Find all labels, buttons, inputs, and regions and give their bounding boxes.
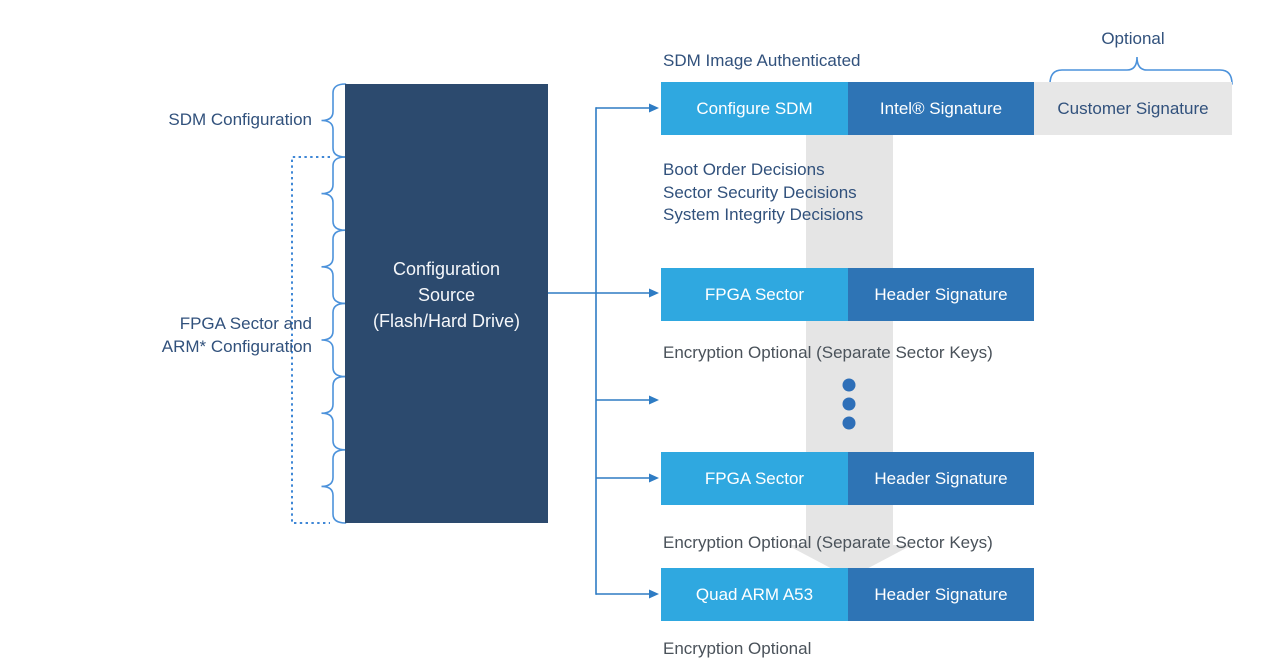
- optional-label: Optional: [1101, 29, 1165, 48]
- decision-line1: Boot Order Decisions: [663, 160, 825, 179]
- sdm-configuration-label: SDM Configuration: [168, 110, 312, 129]
- encryption-note-1: Encryption Optional (Separate Sector Key…: [663, 343, 993, 362]
- source-box-line2: Source: [417, 284, 476, 305]
- configure-sdm-box: Configure SDM: [661, 82, 848, 135]
- fpga-arm-configuration-line1: FPGA Sector and: [179, 314, 312, 333]
- encryption-note-2: Encryption Optional (Separate Sector Key…: [663, 533, 993, 552]
- encryption-note-3: Encryption Optional: [663, 639, 812, 658]
- header-signature-box-1: Header Signature: [848, 268, 1034, 321]
- header-signature-box-2: Header Signature: [848, 452, 1034, 505]
- header-signature-box-3: Header Signature: [848, 568, 1034, 621]
- decision-line2: Sector Security Decisions: [663, 182, 857, 202]
- flow-arrows-icon: [548, 103, 659, 599]
- fpga-sector-row-2: FPGA Sector Header Signature: [661, 452, 1034, 505]
- quad-arm-row: Quad ARM A53 Header Signature: [661, 568, 1034, 621]
- quad-arm-a53-box: Quad ARM A53: [661, 568, 848, 621]
- sdm-section-brace-icon: [321, 83, 347, 158]
- decisions-list: Boot Order Decisions Sector Security Dec…: [663, 159, 863, 227]
- fpga-section-braces-icon: [321, 156, 347, 524]
- dotted-bracket-icon: [291, 156, 330, 524]
- source-box-line3: (Flash/Hard Drive): [372, 310, 521, 331]
- fpga-sector-box-1: FPGA Sector: [661, 268, 848, 321]
- optional-brace-icon: [1049, 56, 1233, 85]
- configuration-source-box: Configuration Source (Flash/Hard Drive): [345, 84, 548, 523]
- decision-line3: System Integrity Decisions: [663, 205, 864, 224]
- ellipsis-dots-icon: [842, 378, 856, 430]
- fpga-arm-configuration-line2: ARM* Configuration: [161, 336, 312, 356]
- source-box-line1: Configuration: [392, 258, 501, 279]
- fpga-sector-box-2: FPGA Sector: [661, 452, 848, 505]
- sdm-image-authenticated-label: SDM Image Authenticated: [663, 51, 861, 70]
- sdm-image-row: Configure SDM Intel® Signature Customer …: [661, 82, 1232, 135]
- intel-signature-box: Intel® Signature: [848, 82, 1034, 135]
- customer-signature-box: Customer Signature: [1034, 82, 1232, 135]
- fpga-sector-row-1: FPGA Sector Header Signature: [661, 268, 1034, 321]
- fpga-arm-configuration-label: FPGA Sector and ARM* Configuration: [60, 313, 312, 358]
